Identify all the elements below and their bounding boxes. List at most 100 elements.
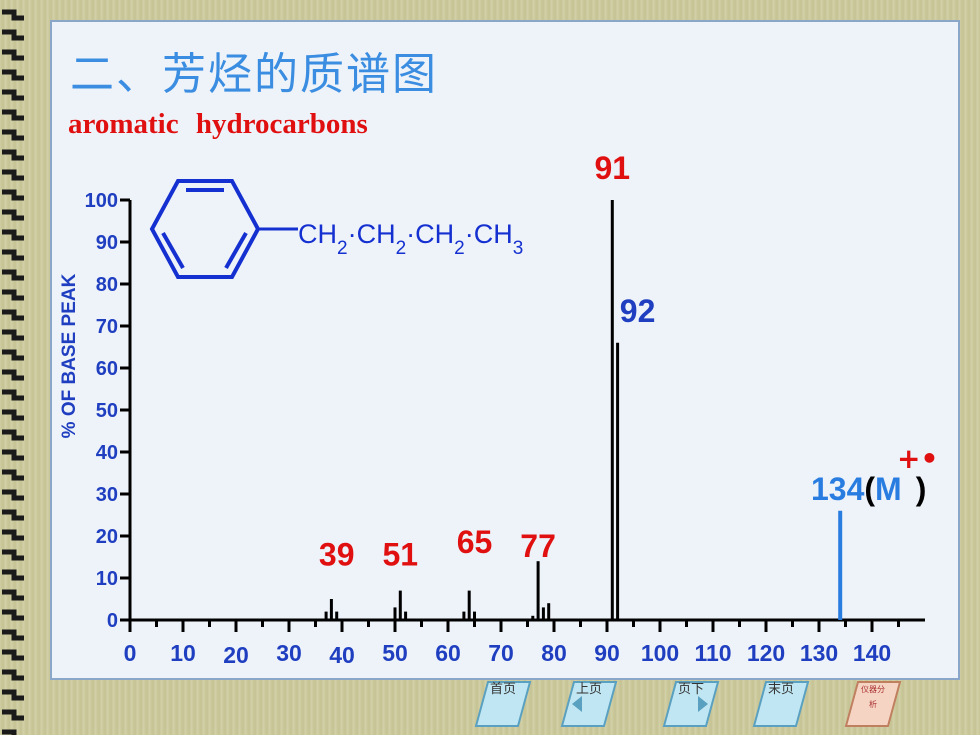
nav-course-label: 仪器分析 xyxy=(861,685,885,709)
chain-subscript-6: 3 xyxy=(513,238,524,259)
nav-last-page-button[interactable]: 末页 xyxy=(750,676,812,728)
x-tick-label: 60 xyxy=(435,640,461,666)
spiral-binding xyxy=(2,9,24,735)
x-tick-label: 50 xyxy=(382,640,408,666)
y-tick-label: 50 xyxy=(96,400,118,422)
peak-label: 51 xyxy=(383,536,419,572)
spiral-ring xyxy=(2,529,24,541)
x-tick-label: 20 xyxy=(223,642,249,668)
peak-label: 92 xyxy=(620,293,656,329)
spiral-ring xyxy=(2,289,24,301)
y-tick-label: 20 xyxy=(96,526,118,548)
molecular-ion-close: ) xyxy=(916,471,927,507)
nav-first-page-label: 首页 xyxy=(489,682,516,697)
spiral-ring xyxy=(2,589,24,601)
y-tick-label: 70 xyxy=(96,316,118,338)
spiral-ring xyxy=(2,709,24,721)
y-tick-label: 10 xyxy=(96,568,118,590)
slide-panel xyxy=(50,20,960,680)
ring-double-bond-right xyxy=(224,232,248,269)
nav-prev-page-label: 上页 xyxy=(575,682,602,697)
spiral-ring xyxy=(2,129,24,141)
y-tick-label: 0 xyxy=(107,610,118,632)
spiral-ring xyxy=(2,649,24,661)
spiral-ring xyxy=(2,269,24,281)
x-tick-label: 110 xyxy=(694,640,731,666)
spiral-ring xyxy=(2,29,24,41)
spiral-ring xyxy=(2,389,24,401)
nav-course-button[interactable]: 仪器分析 xyxy=(842,676,904,728)
chain-part-2: CH xyxy=(357,219,396,249)
chain-part-5: · xyxy=(465,219,474,249)
peak-label: 39 xyxy=(319,536,355,572)
spiral-ring xyxy=(2,449,24,461)
spiral-ring xyxy=(2,89,24,101)
spiral-ring xyxy=(2,489,24,501)
spiral-ring xyxy=(2,249,24,261)
x-tick-label: 140 xyxy=(853,640,891,666)
molecular-ion-label: 134(M) xyxy=(811,471,926,507)
x-tick-label: 30 xyxy=(276,640,302,666)
ring-double-bond-left xyxy=(161,232,185,269)
peak-label: 91 xyxy=(595,150,631,186)
spiral-ring xyxy=(2,329,24,341)
spiral-ring xyxy=(2,549,24,561)
x-tick-label: 10 xyxy=(170,640,196,666)
spiral-ring xyxy=(2,429,24,441)
spiral-ring xyxy=(2,369,24,381)
spiral-ring xyxy=(2,469,24,481)
y-tick-label: 40 xyxy=(96,442,118,464)
page-title: 二、芳烃的质谱图 xyxy=(70,49,438,100)
spiral-ring xyxy=(2,9,24,21)
spiral-ring xyxy=(2,409,24,421)
spiral-ring xyxy=(2,669,24,681)
x-tick-label: 70 xyxy=(488,640,514,666)
x-tick-label: 120 xyxy=(747,640,785,666)
y-tick-label: 100 xyxy=(85,190,118,212)
chart-peaks xyxy=(324,200,843,620)
spiral-ring xyxy=(2,729,17,735)
x-tick-label: 90 xyxy=(594,640,620,666)
peak-label: 65 xyxy=(457,524,493,560)
spiral-ring xyxy=(2,309,24,321)
spiral-ring xyxy=(2,689,24,701)
y-tick-label: 30 xyxy=(96,484,118,506)
spiral-ring xyxy=(2,609,24,621)
spiral-ring xyxy=(2,349,24,361)
nav-next-page-label: 页下 xyxy=(677,682,704,697)
nav-prev-page-button[interactable]: 上页 xyxy=(558,676,620,728)
nav-first-page-button[interactable]: 首页 xyxy=(472,676,534,728)
spiral-ring xyxy=(2,149,24,161)
x-tick-label: 100 xyxy=(641,640,679,666)
y-tick-label: 60 xyxy=(96,358,118,380)
chain-part-1: · xyxy=(348,219,357,249)
spiral-ring xyxy=(2,509,24,521)
spiral-ring xyxy=(2,69,24,81)
spiral-ring xyxy=(2,49,24,61)
page-subtitle: aromatic hydrocarbons xyxy=(68,108,368,140)
nav-next-page-button[interactable]: 页下 xyxy=(660,676,722,728)
spiral-ring xyxy=(2,229,24,241)
y-tick-label: 80 xyxy=(96,274,118,296)
chain-part-3: · xyxy=(406,219,415,249)
chain-part-4: CH xyxy=(415,219,454,249)
x-tick-label: 80 xyxy=(541,640,567,666)
butylbenzene-structure: CH2·CH2·CH2·CH3 xyxy=(149,179,523,279)
chain-subscript-2: 2 xyxy=(396,238,407,259)
molecular-ion-mz: 134 xyxy=(811,471,865,507)
molecular-ion-symbol: M xyxy=(875,471,902,507)
spiral-ring xyxy=(2,569,24,581)
spiral-ring xyxy=(2,629,24,641)
butyl-chain-formula: CH2·CH2·CH2·CH3 xyxy=(298,219,523,259)
y-tick-label: 90 xyxy=(96,232,118,254)
nav-last-page-label: 末页 xyxy=(767,682,794,697)
spiral-ring xyxy=(2,109,24,121)
molecular-ion-open: ( xyxy=(864,471,875,507)
chain-subscript-4: 2 xyxy=(454,238,465,259)
x-tick-label: 40 xyxy=(329,642,355,668)
spiral-ring xyxy=(2,189,24,201)
spiral-ring xyxy=(2,209,24,221)
